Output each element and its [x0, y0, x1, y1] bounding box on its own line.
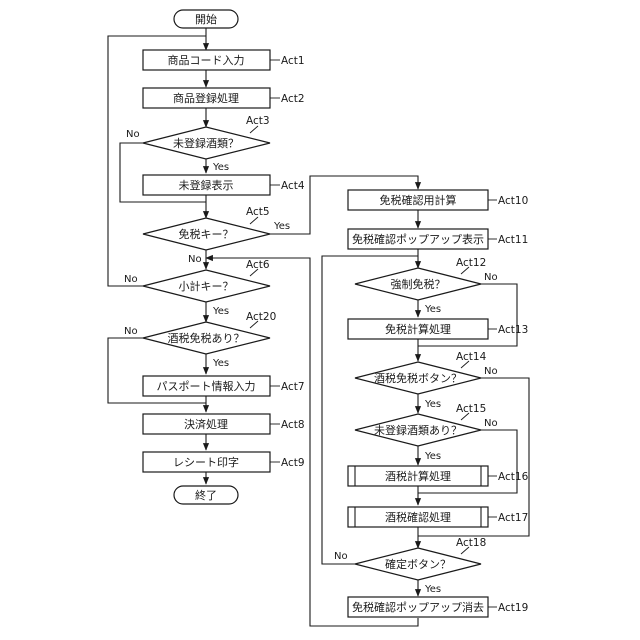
label-act6-no: No: [124, 274, 138, 285]
step-id-act16: Act16: [498, 471, 529, 483]
label-act18-no: No: [334, 551, 348, 562]
label-act12-yes: Yes: [424, 304, 441, 315]
label-act5-no: No: [188, 254, 202, 265]
step-id-act12: Act12: [456, 257, 486, 269]
step-id-act10: Act10: [498, 195, 528, 207]
step-id-act7: Act7: [281, 381, 305, 393]
label-act20-yes: Yes: [212, 358, 229, 369]
node-act1-label: 商品コード入力: [168, 53, 245, 67]
node-act5-label: 免税キー？: [179, 227, 234, 241]
step-id-act18: Act18: [456, 537, 486, 549]
node-act16: 酒税計算処理 Act16: [348, 466, 529, 486]
node-act2-label: 商品登録処理: [173, 91, 239, 105]
label-act15-no: No: [484, 418, 498, 429]
step-id-act8: Act8: [281, 419, 305, 431]
label-act12-no: No: [484, 272, 498, 283]
node-act11-label: 免税確認ポップアップ表示: [352, 232, 484, 246]
node-act6-label: 小計キー？: [179, 279, 234, 293]
node-act10: 免税確認用計算 Act10: [348, 190, 528, 210]
node-act2: 商品登録処理 Act2: [143, 88, 305, 108]
edge-act6-no-loop: [108, 36, 206, 286]
step-id-act17: Act17: [498, 512, 528, 524]
node-act13: 免税計算処理 Act13: [348, 319, 528, 339]
node-act19-label: 免税確認ポップアップ消去: [352, 600, 484, 614]
node-act17-label: 酒税確認処理: [385, 510, 451, 524]
step-id-act4: Act4: [281, 180, 305, 192]
label-act3-no: No: [126, 129, 140, 140]
node-start: 開始: [174, 10, 238, 28]
node-end-label: 終了: [195, 488, 217, 502]
leader-act3: [250, 126, 258, 133]
node-act7: パスポート情報入力 Act7: [143, 376, 305, 396]
label-act14-no: No: [484, 366, 498, 377]
node-act4: 未登録表示 Act4: [143, 175, 305, 195]
node-act8: 決済処理 Act8: [143, 414, 305, 434]
node-act7-label: パスポート情報入力: [157, 380, 256, 393]
label-act6-yes: Yes: [212, 306, 229, 317]
node-act17: 酒税確認処理 Act17: [348, 507, 528, 527]
node-act18: 確定ボタン？ Act18: [355, 537, 486, 580]
label-act3-yes: Yes: [212, 162, 229, 173]
node-act16-label: 酒税計算処理: [385, 469, 451, 483]
step-id-act15: Act15: [456, 403, 486, 415]
node-act3-label: 未登録酒類？: [173, 136, 239, 150]
node-act1: 商品コード入力 Act1: [143, 50, 305, 70]
label-act18-yes: Yes: [424, 584, 441, 595]
label-act15-yes: Yes: [424, 451, 441, 462]
step-id-act13: Act13: [498, 324, 528, 336]
label-act5-yes: Yes: [273, 221, 290, 232]
node-act11: 免税確認ポップアップ表示 Act11: [348, 229, 528, 249]
step-id-act9: Act9: [281, 457, 305, 469]
node-act20: 酒税免税あり？ Act20: [143, 311, 276, 354]
label-act14-yes: Yes: [424, 399, 441, 410]
node-start-label: 開始: [195, 12, 217, 26]
node-act10-label: 免税確認用計算: [380, 193, 457, 207]
step-id-act6: Act6: [246, 259, 270, 271]
step-id-act3: Act3: [246, 115, 270, 127]
node-act13-label: 免税計算処理: [385, 322, 451, 336]
node-act20-label: 酒税免税あり？: [168, 331, 245, 345]
leader-act5: [250, 217, 258, 224]
step-id-act20: Act20: [246, 311, 276, 323]
label-act20-no: No: [124, 326, 138, 337]
step-id-act5: Act5: [246, 206, 270, 218]
step-id-act1: Act1: [281, 55, 305, 67]
node-end: 終了: [174, 486, 238, 504]
node-act14: 酒税免税ボタン？ Act14: [355, 351, 487, 394]
node-act14-label: 酒税免税ボタン？: [374, 371, 462, 385]
node-act4-label: 未登録表示: [179, 178, 234, 192]
node-act12-label: 強制免税？: [391, 277, 446, 291]
step-id-act2: Act2: [281, 93, 305, 105]
step-id-act19: Act19: [498, 602, 528, 614]
node-act19: 免税確認ポップアップ消去 Act19: [348, 597, 528, 617]
node-act18-label: 確定ボタン？: [385, 557, 451, 571]
step-id-act11: Act11: [498, 234, 528, 246]
node-act12: 強制免税？ Act12: [355, 257, 486, 300]
step-id-act14: Act14: [456, 351, 487, 363]
node-act15-label: 未登録酒類あり？: [374, 423, 462, 437]
node-act15: 未登録酒類あり？ Act15: [355, 403, 486, 446]
node-act9: レシート印字 Act9: [143, 452, 305, 472]
node-act9-label: レシート印字: [173, 455, 239, 469]
node-act8-label: 決済処理: [184, 417, 228, 431]
